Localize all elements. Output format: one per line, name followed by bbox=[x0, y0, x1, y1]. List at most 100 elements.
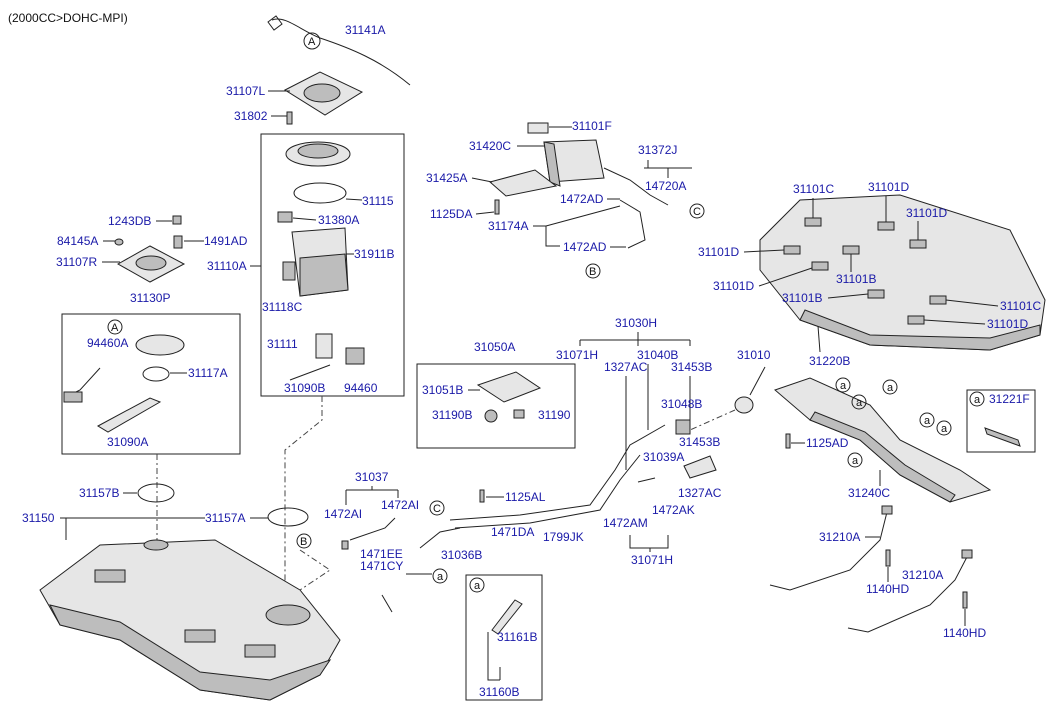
label-31101B-2[interactable]: 31101B bbox=[782, 291, 822, 305]
leader-1125DA bbox=[475, 211, 495, 215]
label-31174A[interactable]: 31174A bbox=[488, 219, 528, 233]
bolt-1140HD-2 bbox=[962, 591, 968, 609]
label-31107L[interactable]: 31107L bbox=[226, 84, 265, 98]
label-1471CY[interactable]: 1471CY bbox=[360, 559, 403, 573]
leader-31101B-2 bbox=[827, 293, 869, 299]
label-31101D-5[interactable]: 31101D bbox=[987, 317, 1028, 331]
label-31380A[interactable]: 31380A bbox=[318, 213, 359, 227]
label-31161B[interactable]: 31161B bbox=[497, 630, 537, 644]
label-1491AD[interactable]: 1491AD bbox=[204, 234, 248, 248]
label-31425A[interactable]: 31425A bbox=[426, 171, 467, 185]
label-31101D-1[interactable]: 31101D bbox=[868, 180, 909, 194]
label-31111[interactable]: 31111 bbox=[267, 337, 298, 351]
label-31090B[interactable]: 31090B bbox=[284, 381, 325, 395]
label-31037[interactable]: 31037 bbox=[355, 470, 389, 484]
label-1472AD-upper[interactable]: 1472AD bbox=[560, 192, 604, 206]
label-31071H-top[interactable]: 31071H bbox=[556, 348, 598, 362]
label-31220B[interactable]: 31220B bbox=[809, 354, 850, 368]
label-31101D-3[interactable]: 31101D bbox=[698, 245, 739, 259]
label-1471DA[interactable]: 1471DA bbox=[491, 525, 534, 539]
label-31453B-top[interactable]: 31453B bbox=[671, 360, 712, 374]
label-1472AM[interactable]: 1472AM bbox=[603, 516, 648, 530]
label-31050A[interactable]: 31050A bbox=[474, 340, 515, 354]
label-1472AK[interactable]: 1472AK bbox=[652, 503, 695, 517]
label-31157A[interactable]: 31157A bbox=[205, 511, 245, 525]
leader-31372J bbox=[644, 160, 692, 178]
sender-oring bbox=[142, 366, 170, 382]
label-31036B[interactable]: 31036B bbox=[441, 548, 482, 562]
label-1471EE[interactable]: 1471EE bbox=[360, 547, 403, 561]
label-31210A-2[interactable]: 31210A bbox=[902, 568, 943, 582]
callout-a-clip-text: a bbox=[437, 571, 444, 583]
pad-31101C-2 bbox=[929, 295, 947, 305]
label-14720A[interactable]: 14720A bbox=[645, 179, 686, 193]
label-31190B[interactable]: 31190B bbox=[432, 408, 472, 422]
label-1327AC[interactable]: 1327AC bbox=[678, 486, 722, 500]
callout-B-tank bbox=[296, 533, 312, 549]
label-31048B[interactable]: 31048B bbox=[661, 397, 702, 411]
label-31071H-bottom[interactable]: 31071H bbox=[631, 553, 673, 567]
label-84145A[interactable]: 84145A bbox=[57, 234, 98, 248]
label-31010[interactable]: 31010 bbox=[737, 348, 771, 362]
label-31101C[interactable]: 31101C bbox=[793, 182, 834, 196]
leader-31037 bbox=[345, 486, 399, 505]
callout-C-filler bbox=[429, 500, 445, 516]
label-1125AD[interactable]: 1125AD bbox=[806, 436, 849, 450]
label-31117A[interactable]: 31117A bbox=[188, 366, 228, 380]
dash-pump-to-tank bbox=[284, 396, 323, 610]
label-1243DB[interactable]: 1243DB bbox=[108, 214, 151, 228]
label-31110A[interactable]: 31110A bbox=[207, 259, 247, 273]
screw-31802 bbox=[286, 111, 293, 125]
label-1799JK[interactable]: 1799JK bbox=[543, 530, 584, 544]
vapor-hose-clip bbox=[267, 15, 283, 31]
label-1140HD-2[interactable]: 1140HD bbox=[943, 626, 986, 640]
label-31420C[interactable]: 31420C bbox=[469, 139, 511, 153]
label-31039A[interactable]: 31039A bbox=[643, 450, 684, 464]
label-31051B[interactable]: 31051B bbox=[422, 383, 463, 397]
label-1327AC-top[interactable]: 1327AC bbox=[604, 360, 648, 374]
label-31130P[interactable]: 31130P bbox=[130, 291, 170, 305]
label-31118C[interactable]: 31118C bbox=[262, 300, 303, 314]
leader-31150 bbox=[60, 517, 205, 540]
vapor-hose bbox=[271, 18, 411, 86]
label-31101D-4[interactable]: 31101D bbox=[713, 279, 754, 293]
label-94460A[interactable]: 94460A bbox=[87, 336, 128, 350]
label-31090A[interactable]: 31090A bbox=[107, 435, 148, 449]
label-31240C[interactable]: 31240C bbox=[848, 486, 890, 500]
bolt-1125AD bbox=[785, 433, 791, 449]
label-1472AI-right[interactable]: 1472AI bbox=[381, 498, 419, 512]
callout-a-hp-2 bbox=[851, 394, 867, 410]
label-31210A-1[interactable]: 31210A bbox=[819, 530, 860, 544]
canister-vent-hose bbox=[603, 167, 669, 206]
leader-filler-group bbox=[625, 364, 691, 470]
label-31802[interactable]: 31802 bbox=[234, 109, 268, 123]
label-31453B[interactable]: 31453B bbox=[679, 435, 720, 449]
filler-hose-short bbox=[637, 477, 656, 483]
label-31115[interactable]: 31115 bbox=[362, 194, 394, 208]
label-1125DA[interactable]: 1125DA bbox=[430, 207, 472, 221]
label-1472AD-lower[interactable]: 1472AD bbox=[563, 240, 607, 254]
label-31160B[interactable]: 31160B bbox=[479, 685, 519, 699]
label-31911B[interactable]: 31911B bbox=[354, 247, 394, 261]
detail-a-frame-31160B bbox=[465, 574, 543, 701]
label-31141A[interactable]: 31141A bbox=[345, 23, 385, 37]
label-31101F[interactable]: 31101F bbox=[572, 119, 612, 133]
label-94460[interactable]: 94460 bbox=[344, 381, 378, 395]
label-31372J[interactable]: 31372J bbox=[638, 143, 677, 157]
label-31101D-2[interactable]: 31101D bbox=[906, 206, 947, 220]
label-31040B[interactable]: 31040B bbox=[637, 348, 678, 362]
label-31101B-1[interactable]: 31101B bbox=[836, 272, 876, 286]
label-31157B[interactable]: 31157B bbox=[79, 486, 119, 500]
label-31030H[interactable]: 31030H bbox=[615, 316, 657, 330]
bolt-1140HD-1 bbox=[885, 549, 891, 567]
label-31190[interactable]: 31190 bbox=[538, 408, 571, 422]
pad-31101D-3 bbox=[783, 245, 801, 255]
label-31101C-2[interactable]: 31101C bbox=[1000, 299, 1041, 313]
label-31221F[interactable]: 31221F bbox=[989, 392, 1030, 406]
floor-panel-shade bbox=[799, 309, 1041, 351]
label-1140HD-1[interactable]: 1140HD bbox=[866, 582, 909, 596]
label-31107R[interactable]: 31107R bbox=[56, 255, 97, 269]
label-1472AI-left[interactable]: 1472AI bbox=[324, 507, 362, 521]
label-1125AL[interactable]: 1125AL bbox=[505, 490, 546, 504]
label-31150[interactable]: 31150 bbox=[22, 511, 55, 525]
